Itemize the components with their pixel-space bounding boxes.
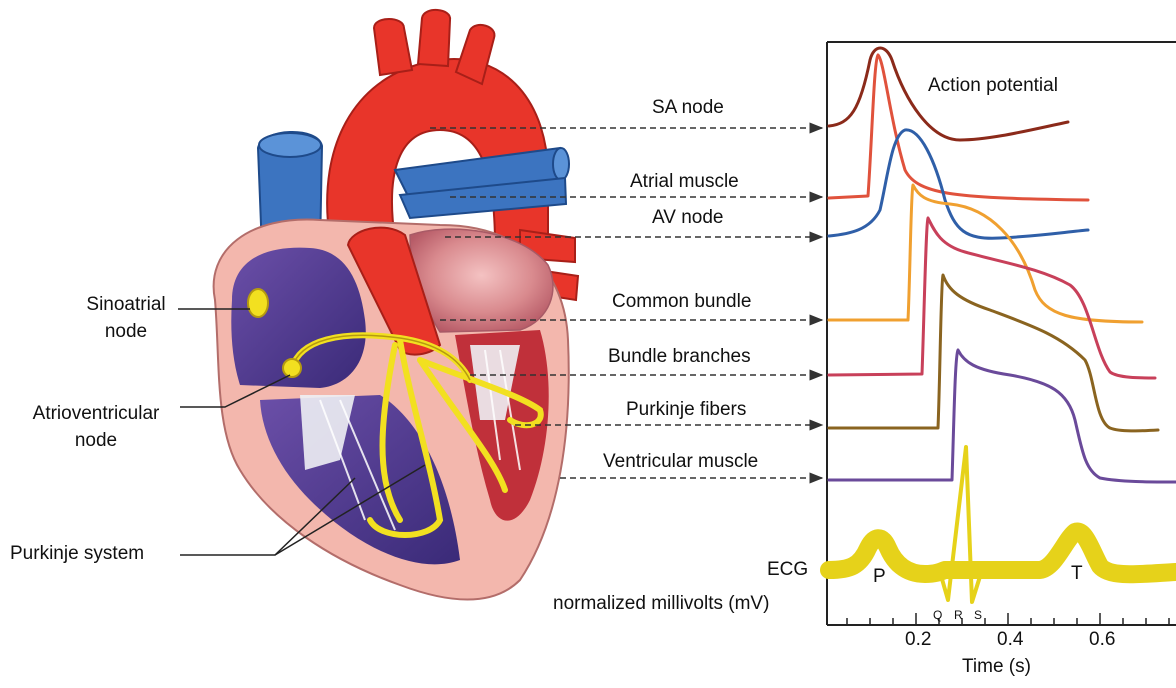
tick-label-0-4: 0.4 [997, 629, 1023, 652]
ecg-unit-label: normalized millivolts (mV) [553, 593, 769, 616]
x-axis-ticks [847, 613, 1169, 625]
x-axis-title: Time (s) [962, 656, 1031, 679]
ecg-p-wave-label: P [873, 566, 886, 589]
purkinje-system-label: Purkinje system [10, 543, 144, 566]
structure-label-bundle-branches: Bundle branches [608, 346, 751, 369]
av-node-marker [283, 359, 301, 377]
structure-label-av-node: AV node [652, 207, 723, 230]
sa-node-marker [248, 289, 268, 317]
structure-label-purkinje-fibers: Purkinje fibers [626, 399, 746, 422]
sinoatrial-label-line2: node [72, 321, 180, 344]
ecg-s-label: S [974, 608, 982, 622]
atrioventricular-label-line2: node [10, 430, 182, 453]
ecg-r-label: R [954, 608, 963, 622]
tick-label-0-6: 0.6 [1089, 629, 1115, 652]
trace-ventricular-muscle [829, 350, 1176, 482]
heart-illustration [214, 10, 578, 599]
trace-common-bundle [829, 185, 1142, 322]
ecg-q-label: Q [933, 608, 942, 622]
ecg-label: ECG [767, 559, 808, 582]
structure-label-sa-node: SA node [652, 97, 724, 120]
atrioventricular-label-line1: Atrioventricular [10, 403, 182, 426]
sinoatrial-label-line1: Sinoatrial [72, 294, 180, 317]
aortic-arch [327, 59, 548, 245]
structure-label-atrial-muscle: Atrial muscle [630, 171, 739, 194]
ecg-t-wave-label: T [1071, 563, 1083, 586]
trace-purkinje-fibers [829, 275, 1158, 431]
structure-label-ventricular-muscle: Ventricular muscle [603, 451, 758, 474]
action-potential-traces [829, 48, 1176, 602]
atrioventricular-label: Atrioventricular node [10, 403, 182, 453]
sinoatrial-label: Sinoatrial node [72, 294, 180, 344]
structure-label-common-bundle: Common bundle [612, 291, 751, 314]
trace-bundle-branches [829, 218, 1155, 378]
tick-label-0-2: 0.2 [905, 629, 931, 652]
chart-title: Action potential [928, 75, 1058, 98]
